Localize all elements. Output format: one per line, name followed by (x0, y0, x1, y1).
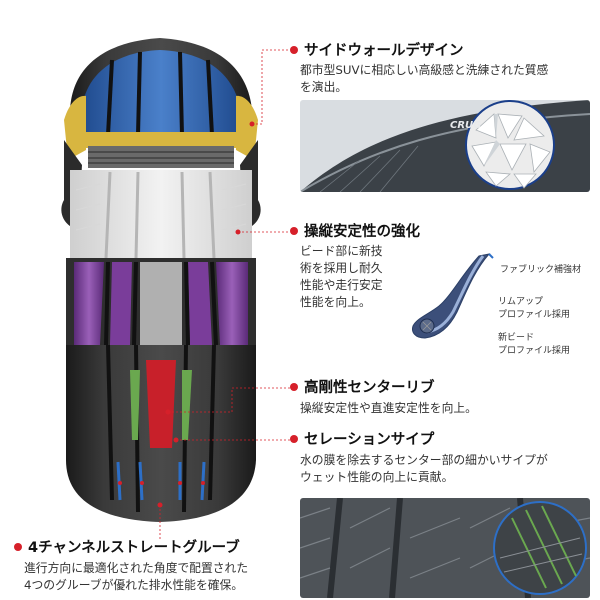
center-rib-highlight (146, 360, 176, 448)
bullet-dot-icon (290, 383, 298, 391)
bead-label-new-bead: 新ビード プロファイル採用 (498, 333, 571, 356)
feature-title-4-channel-groove: 4チャンネルストレートグルーブ (14, 541, 240, 556)
tire-top-grooves (106, 51, 214, 136)
feature-title-handling-stability: 操縦安定性の強化 (290, 225, 420, 240)
tire-blue-tread (82, 50, 240, 135)
feature-desc-sidewall-design: 都市型SUVに相応しい高級感と洗練された質感 を演出。 (300, 63, 549, 94)
bullet-dot-icon (290, 435, 298, 443)
feature-desc-handling-stability: ビード部に新技 術を採用し耐久 性能や走行安定 性能を向上。 (300, 244, 383, 309)
bead-label-fabric: ファブリック補強材 (500, 265, 582, 275)
tire-xray-section (70, 170, 252, 260)
bullet-dot-icon (290, 46, 298, 54)
feature-title-center-rib: 高剛性センターリブ (290, 381, 435, 396)
feature-desc-serration-sipe: 水の膜を除去するセンター部の細かいサイプが ウェット性能の向上に貢献。 (300, 453, 548, 484)
bullet-dot-icon (290, 227, 298, 235)
feature-title-serration-sipe: セレーションサイプ (290, 433, 434, 448)
feature-title-sidewall-design: サイドウォールデザイン (290, 44, 464, 59)
feature-desc-center-rib: 操縦安定性や直進安定性を向上。 (300, 401, 477, 415)
bead-profile-diagram (412, 253, 494, 339)
bead-label-rim-up: リムアップ プロファイル採用 (498, 297, 571, 320)
tread-detail-image (300, 498, 590, 598)
sidewall-brand-text: CRUG (450, 120, 481, 131)
sidewall-detail-image: CRUG (300, 100, 590, 192)
feature-desc-4-channel-groove: 進行方向に最適化された角度で配置された 4つのグルーブが優れた排水性能を確保。 (24, 561, 249, 592)
bullet-dot-icon (14, 543, 22, 551)
tire-belt-layer (64, 95, 86, 160)
